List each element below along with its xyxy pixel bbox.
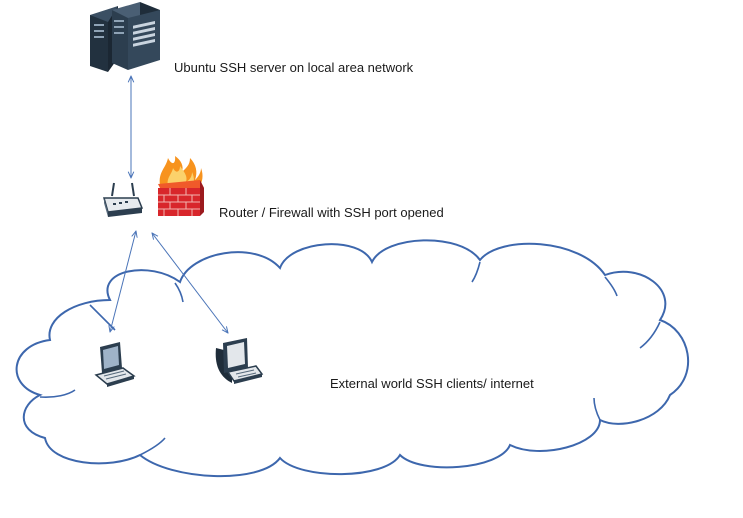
link-router-desktop bbox=[152, 233, 228, 333]
laptop-icon bbox=[94, 342, 136, 387]
desktop-computer-icon bbox=[215, 338, 264, 384]
router-firewall-label: Router / Firewall with SSH port opened bbox=[219, 205, 444, 220]
server-tower-icon bbox=[90, 2, 160, 72]
firewall-icon bbox=[158, 156, 204, 216]
connection-lines bbox=[110, 76, 228, 333]
internet-clients-label: External world SSH clients/ internet bbox=[330, 376, 534, 391]
server-label: Ubuntu SSH server on local area network bbox=[174, 60, 414, 75]
link-router-laptop bbox=[110, 231, 136, 332]
wireless-router-icon bbox=[103, 182, 144, 217]
